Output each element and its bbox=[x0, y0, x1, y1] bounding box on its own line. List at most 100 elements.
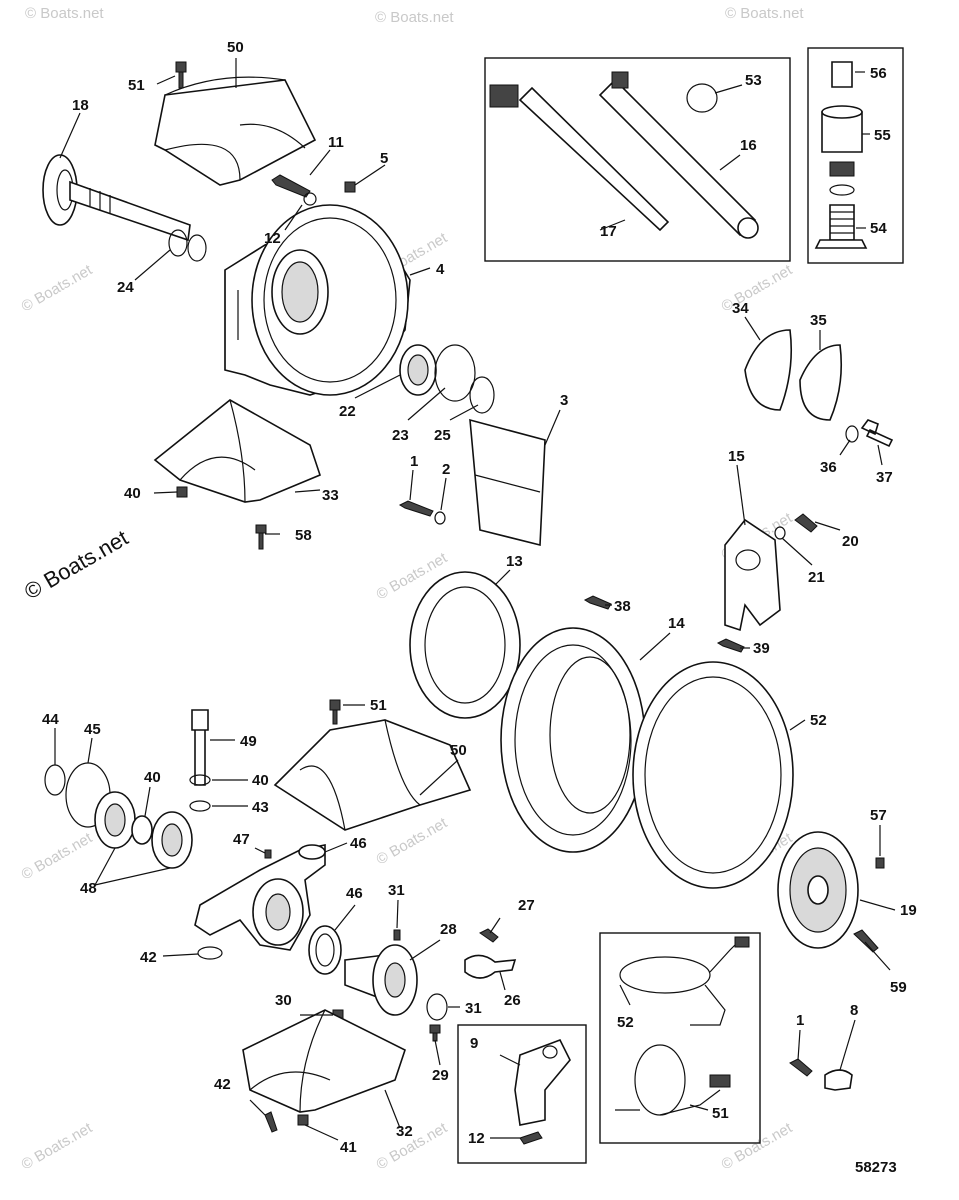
callout-29: 31 bbox=[388, 882, 405, 899]
callout-12: 14 bbox=[668, 615, 685, 632]
washer-38 bbox=[189, 774, 211, 786]
callout-32: 34 bbox=[732, 300, 749, 317]
callout-55: 53 bbox=[745, 72, 762, 89]
watermark: © Boats.net bbox=[719, 1119, 796, 1173]
callout-57: 55 bbox=[874, 127, 891, 144]
fitting-58 bbox=[831, 61, 853, 88]
callout-51: 51 bbox=[128, 77, 145, 94]
callout-21: 23 bbox=[392, 427, 409, 444]
callout-58: 56 bbox=[870, 65, 887, 82]
callout-41: 42 bbox=[214, 1076, 231, 1093]
plate-13 bbox=[724, 518, 781, 632]
fitting-inset-box bbox=[807, 47, 904, 264]
bolt-51-mid bbox=[329, 699, 341, 725]
bolt-41 bbox=[264, 1111, 278, 1133]
washer-42-low bbox=[197, 946, 223, 960]
washer-15 bbox=[774, 526, 786, 540]
diagram-id: 58273 bbox=[855, 1159, 897, 1176]
harness-53 bbox=[634, 1044, 686, 1116]
callout-56: 54 bbox=[870, 220, 887, 237]
shield-mid bbox=[273, 719, 472, 831]
callout-31-low: 32 bbox=[396, 1123, 413, 1140]
part-drawings bbox=[42, 47, 904, 1164]
bolt-37 bbox=[716, 638, 745, 653]
watermark: © Boats.net bbox=[19, 261, 96, 315]
callout-5: 5 bbox=[380, 150, 388, 167]
bolt-1-low bbox=[789, 1058, 813, 1077]
hose-18 bbox=[518, 86, 670, 232]
callout-43: 46 bbox=[350, 835, 367, 852]
screw-27 bbox=[429, 1024, 441, 1042]
washer-9 bbox=[303, 192, 317, 206]
callout-6: 8 bbox=[850, 1002, 858, 1019]
watermark: © Boats.net bbox=[719, 261, 796, 315]
callout-33: 35 bbox=[810, 312, 827, 329]
callout-31: 33 bbox=[322, 487, 339, 504]
harness-inset-box bbox=[599, 932, 761, 1144]
sender-56 bbox=[829, 204, 855, 241]
watermark: © Boats.net bbox=[19, 829, 96, 883]
callout-45: 45 bbox=[84, 721, 101, 738]
callout-59: 57 bbox=[870, 807, 887, 824]
callout-26: 28 bbox=[440, 921, 457, 938]
callout-27: 29 bbox=[432, 1067, 449, 1084]
washer-34 bbox=[845, 425, 859, 443]
hose-17 bbox=[598, 78, 757, 237]
callout-16: 19 bbox=[900, 902, 917, 919]
callout-40: 40 bbox=[124, 485, 141, 502]
callout-37: 39 bbox=[753, 640, 770, 657]
callout-13: 15 bbox=[728, 448, 745, 465]
callout-8: 11 bbox=[328, 134, 344, 151]
screw-47 bbox=[264, 849, 272, 859]
callout-35: 37 bbox=[876, 469, 893, 486]
ring-44 bbox=[44, 764, 66, 796]
shaft bbox=[69, 180, 191, 242]
nut-40-top bbox=[176, 486, 188, 498]
screw-25 bbox=[479, 928, 499, 943]
bolt-14 bbox=[794, 513, 818, 533]
shield-bottom bbox=[242, 1009, 406, 1113]
bolt-61 bbox=[853, 929, 879, 953]
clamp-6 bbox=[824, 1069, 853, 1091]
ring-22b bbox=[187, 234, 207, 262]
callout-61: 59 bbox=[890, 979, 907, 996]
callout-53: 51 bbox=[712, 1105, 729, 1122]
screw-29 bbox=[393, 929, 401, 941]
bracket-7 bbox=[514, 1038, 571, 1126]
bolt-60 bbox=[255, 524, 267, 550]
callout-38: 40 bbox=[252, 772, 269, 789]
callout-60: 58 bbox=[295, 527, 312, 544]
bolt-36 bbox=[583, 595, 612, 610]
ring-22a bbox=[168, 229, 188, 257]
bolt-1-top bbox=[398, 500, 434, 517]
hose-inset-box bbox=[484, 57, 791, 262]
bolt-8 bbox=[271, 174, 311, 198]
bracket-inset-box bbox=[457, 1024, 587, 1164]
clamp-55 bbox=[686, 83, 718, 113]
callout-52: 52 bbox=[810, 712, 827, 729]
callout-39: 40 bbox=[144, 769, 161, 786]
callout-47: 47 bbox=[233, 831, 250, 848]
callout-51-mid: 51 bbox=[370, 697, 387, 714]
callout-7: 9 bbox=[470, 1035, 478, 1052]
callout-19: 18 bbox=[72, 97, 89, 114]
callout-49: 49 bbox=[240, 733, 257, 750]
callout-17: 16 bbox=[740, 137, 757, 154]
snap-ring-21 bbox=[434, 344, 476, 402]
callout-30: 31 bbox=[465, 1000, 482, 1017]
callout-28: 30 bbox=[275, 992, 292, 1009]
callout-34: 36 bbox=[820, 459, 837, 476]
watermark: © Boats.net bbox=[374, 814, 451, 868]
callout-48: 48 bbox=[80, 880, 97, 897]
screw-59 bbox=[875, 857, 885, 869]
callout-23: 25 bbox=[434, 427, 451, 444]
callout-25: 27 bbox=[518, 897, 535, 914]
callout-42-top: 43 bbox=[252, 799, 269, 816]
callout-10: 12 bbox=[468, 1130, 485, 1147]
watermark: © Boats.net bbox=[19, 1119, 96, 1173]
callout-3: 3 bbox=[560, 392, 568, 409]
watermark: © Boats.net bbox=[375, 9, 454, 26]
washer-42-top bbox=[189, 800, 211, 812]
ring-23 bbox=[469, 376, 495, 414]
